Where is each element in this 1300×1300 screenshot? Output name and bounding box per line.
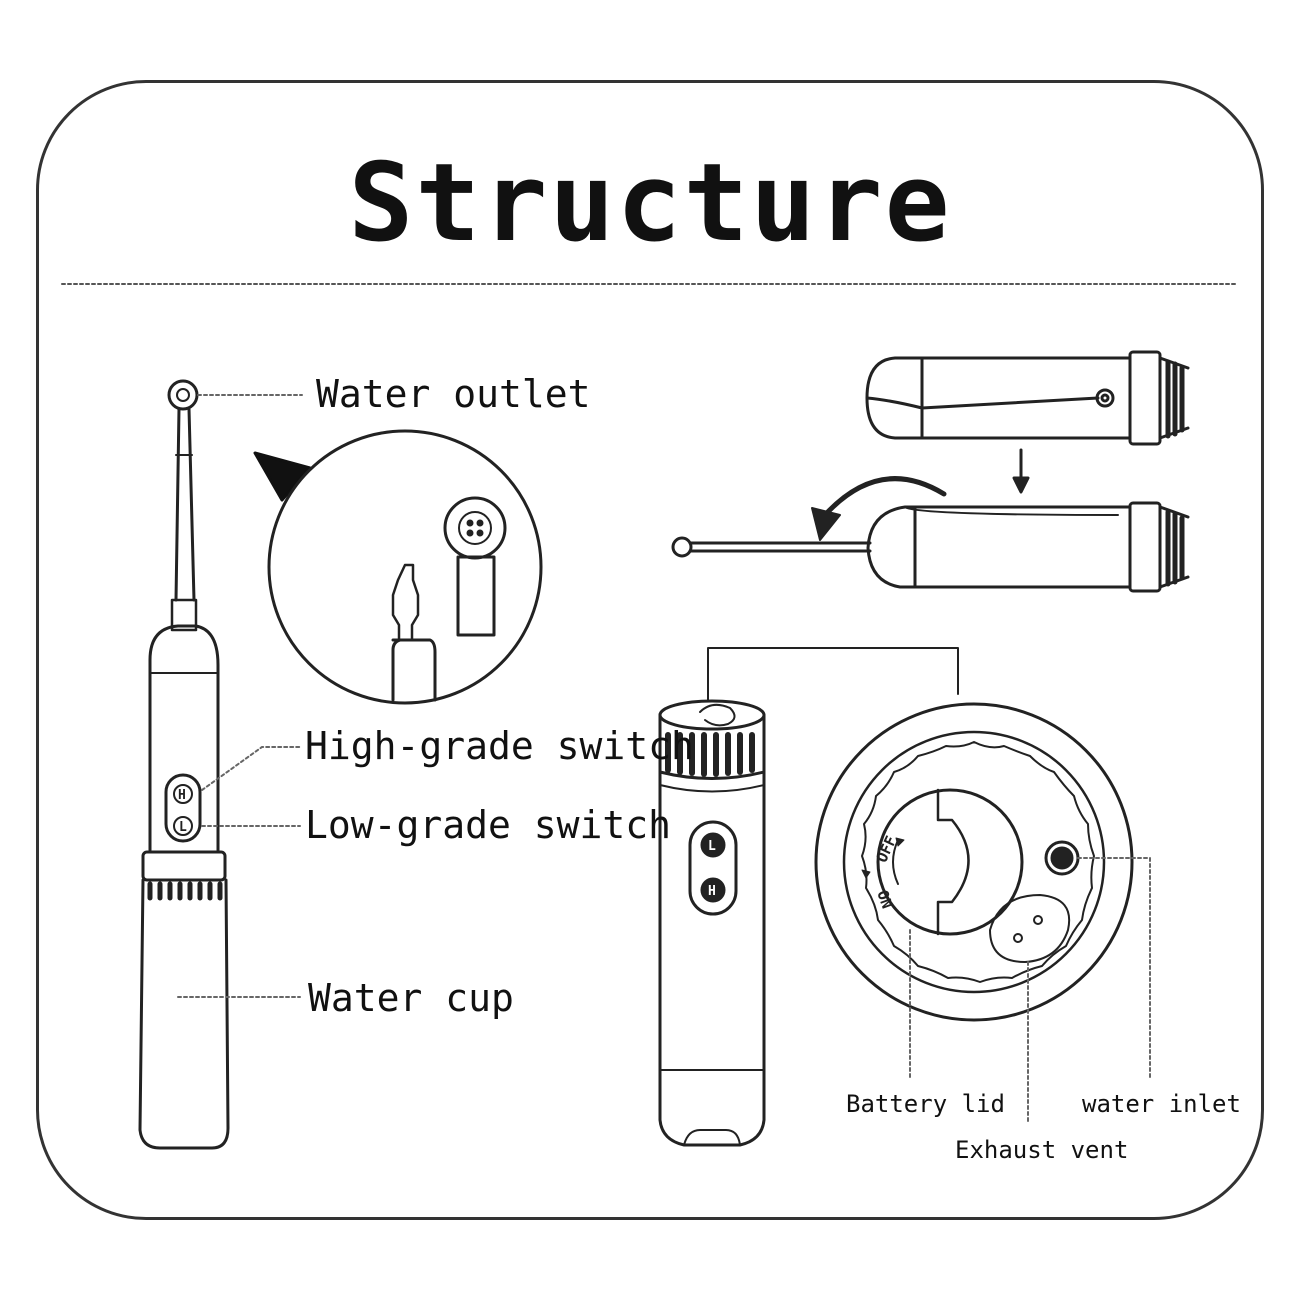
battery-lid: [876, 788, 1024, 936]
right-high-mark: H: [708, 884, 716, 899]
label-water-cup: Water cup: [308, 976, 514, 1020]
bottom-view-wave-ring: [861, 741, 1095, 983]
dial-on-text: ON: [873, 888, 896, 911]
left-device: [138, 379, 230, 1150]
label-water-outlet: Water outlet: [316, 372, 591, 416]
left-leader-lines: [177, 394, 303, 998]
down-arrow: [1012, 448, 1030, 494]
label-high-grade-switch: High-grade switch: [305, 724, 694, 768]
label-low-grade-switch: Low-grade switch: [305, 803, 672, 847]
low-button-mark: L: [179, 820, 187, 835]
water-cup: [138, 878, 230, 1150]
switch-panel: [164, 773, 202, 843]
magnified-detail: [253, 429, 543, 705]
low-button: [173, 816, 193, 836]
assembly-top-unit: [865, 350, 1190, 446]
rounded-frame: [36, 80, 1264, 1220]
connector-bracket: [707, 647, 959, 701]
collar: [141, 850, 227, 882]
label-water-inlet: water inlet: [1082, 1090, 1241, 1118]
right-switch-panel: [688, 820, 738, 916]
assembly-bottom-unit: [671, 501, 1190, 593]
bottom-view: [814, 702, 1134, 1022]
rotate-arrow: [811, 476, 947, 541]
high-button-mark: H: [178, 788, 186, 803]
bottom-view-outer: [814, 702, 1134, 1022]
right-low-mark: L: [708, 839, 716, 854]
nozzle-tip: [167, 379, 199, 411]
label-battery-lid: Battery lid: [846, 1090, 1005, 1118]
page-title: Structure: [348, 141, 952, 266]
collar-ridges: [147, 881, 223, 901]
high-button: [173, 784, 193, 804]
exhaust-vent: [989, 894, 1071, 963]
nozzle-stem: [174, 407, 196, 602]
right-device: [658, 699, 766, 1147]
right-leader-lines: [909, 857, 1151, 1123]
upper-body: [148, 624, 220, 852]
label-exhaust-vent: Exhaust vent: [955, 1136, 1129, 1164]
